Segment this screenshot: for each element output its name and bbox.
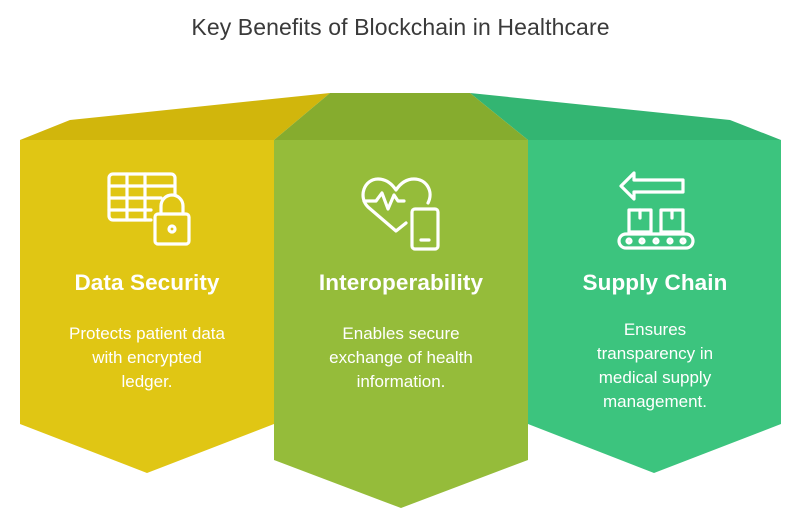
data-security-panel xyxy=(20,140,274,473)
description-line: exchange of health xyxy=(329,348,473,367)
description-line: Protects patient data xyxy=(69,324,225,343)
description-line: Enables secure xyxy=(342,324,460,343)
interoperability-panel xyxy=(274,140,528,508)
supply-chain-panel-top xyxy=(470,93,781,140)
heart-tablet-icon xyxy=(361,177,440,251)
supply-chain-panel xyxy=(528,140,781,473)
description-line: with encrypted xyxy=(92,348,202,367)
data-security-title: Data Security xyxy=(74,270,220,295)
supply-chain-title: Supply Chain xyxy=(582,270,728,295)
data-security-description: Protects patient data with encrypted led… xyxy=(42,322,252,394)
description-line: ledger. xyxy=(121,372,173,391)
description-line: transparency in xyxy=(596,344,714,363)
supply-chain-description: Ensures transparency in medical supply m… xyxy=(550,318,760,414)
interoperability-panel-top xyxy=(274,93,528,140)
interoperability-description: Enables secure exchange of health inform… xyxy=(296,322,506,394)
spreadsheet-lock-icon xyxy=(107,172,191,246)
conveyor-arrow-icon xyxy=(617,171,695,250)
data-security-panel-top xyxy=(20,93,330,140)
interoperability-title: Interoperability xyxy=(318,270,484,295)
description-line: medical supply xyxy=(598,368,712,387)
description-line: information. xyxy=(356,372,446,391)
diagram-title: Key Benefits of Blockchain in Healthcare xyxy=(191,14,610,40)
description-line: management. xyxy=(603,392,707,411)
description-line: Ensures xyxy=(623,320,687,339)
